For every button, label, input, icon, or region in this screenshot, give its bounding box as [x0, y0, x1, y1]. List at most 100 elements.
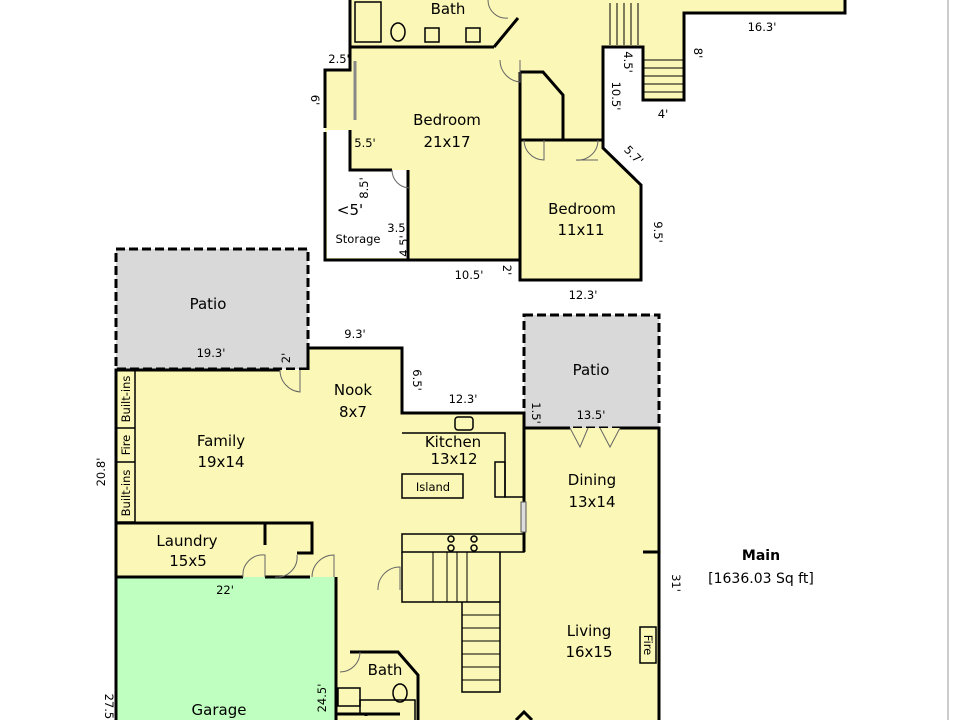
bathtub-icon [354, 1, 382, 43]
dimension-label: 9.3' [344, 327, 365, 341]
wall [323, 0, 352, 128]
door-icon[interactable] [391, 169, 411, 189]
dimension-label: 9.5' [651, 221, 665, 242]
door-icon[interactable] [523, 139, 545, 161]
room-label-patio-left: Patio [190, 295, 227, 313]
dimension-label: 22' [216, 583, 234, 597]
stairs-icon [609, 3, 684, 93]
fireplace-living [639, 626, 657, 664]
wall [620, 426, 661, 720]
entry-marker [514, 709, 534, 720]
room-label-laundry: Laundry [156, 532, 217, 550]
bath-wall [350, 650, 420, 720]
dimension-label: 19.3' [197, 346, 226, 360]
dimension-label: 12.3' [569, 288, 598, 302]
dimension-label: 10.5' [609, 82, 623, 111]
dimension-label: 2' [279, 353, 293, 363]
dimension-label: 10.5' [455, 268, 484, 282]
door-icon[interactable] [377, 566, 401, 591]
room-size-dining: 13x14 [568, 493, 615, 511]
wall [323, 0, 847, 282]
storage-wall [348, 130, 392, 172]
laundry-wall [116, 521, 314, 555]
door-icon[interactable] [499, 59, 521, 83]
room-label-second-bedroom: Bedroom [548, 200, 616, 218]
dimension-label: 12.3' [449, 392, 478, 406]
door-icon[interactable] [575, 139, 599, 161]
built-ins-label: Built-ins [119, 470, 133, 517]
dimension-label: 8.5' [357, 177, 371, 198]
sink-icon [337, 687, 361, 707]
appliance-icon [494, 461, 506, 498]
door-icon[interactable] [242, 554, 266, 578]
dimension-label: 2' [500, 265, 514, 275]
dimension-label: 4.5' [397, 235, 411, 256]
door-icon[interactable] [274, 554, 298, 578]
door-icon[interactable] [520, 501, 527, 533]
storage-area[interactable] [327, 130, 408, 258]
room-size-master-bedroom: 21x17 [423, 133, 470, 151]
sink-icon [454, 416, 474, 431]
room-label-living: Living [567, 622, 612, 640]
patio-right[interactable] [522, 313, 661, 430]
room-label-family: Family [197, 432, 245, 450]
dimension-label: 6.5' [410, 369, 424, 390]
dimension-label: 4' [658, 107, 668, 121]
room-label-patio-right: Patio [573, 361, 610, 379]
dimension-label: 1.5' [529, 402, 543, 423]
built-ins-label: Built-ins [119, 376, 133, 423]
door-icon[interactable] [339, 651, 361, 673]
dimension-label: 2.5' [328, 52, 349, 66]
stairs-icon [401, 552, 501, 693]
upper-floor: Bath Bedroom 21x17 Bedroom 11x11 Storage… [308, 0, 847, 302]
room-size-second-bedroom: 11x11 [557, 221, 604, 239]
floor-title: Main [742, 548, 780, 564]
toilet-icon [390, 22, 406, 42]
bath-wall [359, 699, 416, 720]
room-label-bath: Bath [431, 0, 466, 18]
island[interactable] [401, 473, 464, 499]
dimension-label: 5.7' [621, 143, 646, 168]
closet-wall [520, 70, 565, 140]
sink-icon [424, 27, 440, 43]
room-label-kitchen: Kitchen [425, 433, 481, 451]
fireplace-label: Fire [641, 635, 655, 656]
french-door-icon[interactable] [569, 427, 621, 449]
door-icon[interactable] [279, 369, 301, 393]
kitchen-counter [401, 533, 525, 553]
dimension-label: 3.5' [387, 221, 408, 235]
dimension-label: 5.5' [354, 136, 375, 150]
main-floor: Patio Patio Nook 8x7 Family 19x14 Kitche… [94, 247, 814, 720]
room-label-storage: Storage [336, 232, 381, 246]
room-size-living: 16x15 [565, 643, 612, 661]
room-label-master-bedroom: Bedroom [413, 111, 481, 129]
door-icon[interactable] [487, 0, 509, 19]
low-ceiling-label: <5' [337, 201, 363, 219]
room-size-laundry: 15x5 [169, 552, 207, 570]
toilet-icon [392, 683, 408, 703]
fireplace-label: Fire [119, 435, 133, 456]
dimension-label: 8' [691, 48, 705, 58]
floor-area: [1636.03 Sq ft] [708, 571, 814, 587]
room-size-kitchen: 13x12 [430, 450, 477, 468]
stove-icon [447, 535, 478, 552]
room-size-family: 19x14 [197, 453, 244, 471]
room-label-dining: Dining [568, 471, 616, 489]
dimension-label: 6' [308, 95, 322, 105]
dimension-label: 16.3' [748, 20, 777, 34]
room-label-nook: Nook [334, 381, 373, 399]
room-size-nook: 8x7 [339, 403, 367, 421]
dimension-label: 31' [669, 574, 683, 592]
dimension-label: 27.5' [102, 694, 116, 720]
dimension-label: 24.5' [315, 684, 329, 713]
room-label-garage: Garage [192, 701, 247, 719]
dimension-label: 4.5' [621, 51, 635, 72]
door-icon[interactable] [311, 554, 335, 578]
dimension-label: 20.8' [94, 458, 108, 487]
island-label: Island [416, 480, 450, 494]
sink-icon [465, 27, 481, 43]
room-label-bath: Bath [368, 661, 403, 679]
garage-area[interactable] [117, 577, 336, 720]
dimension-label: 13.5' [577, 408, 606, 422]
